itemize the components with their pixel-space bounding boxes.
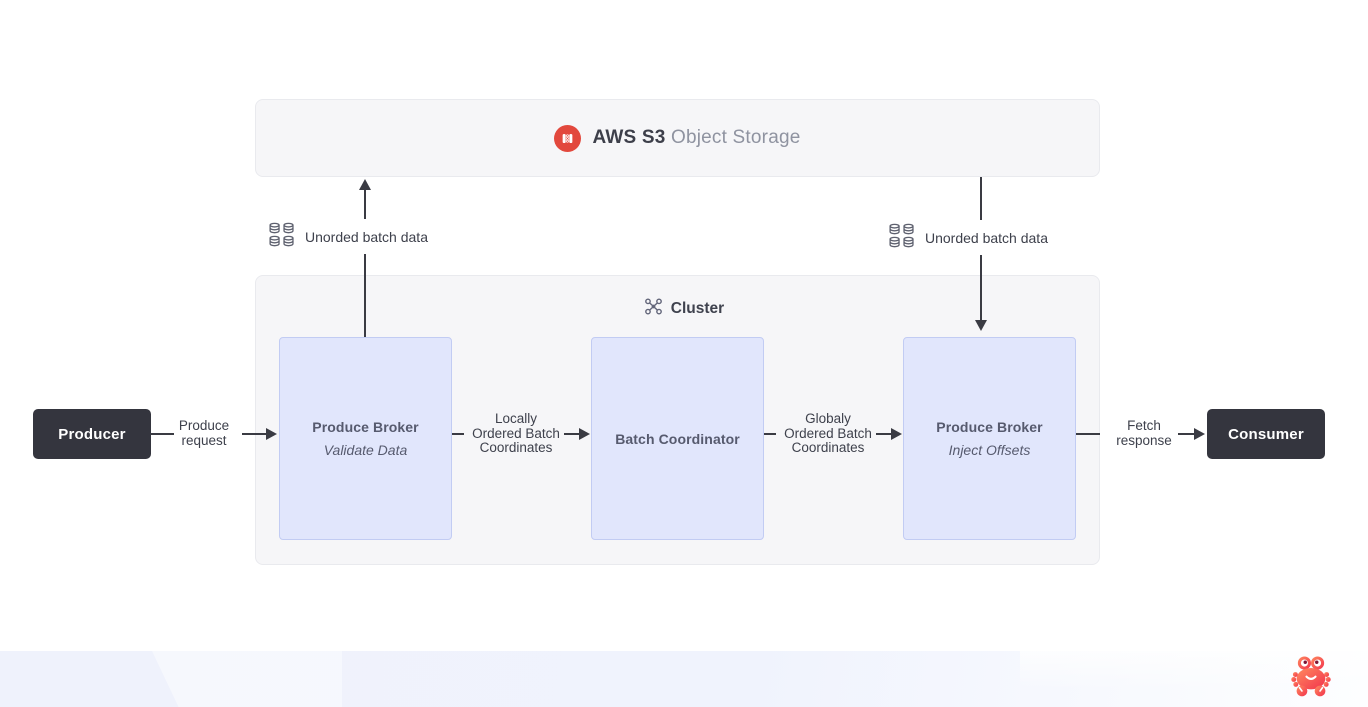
unordered-batch-text: Unorded batch data (305, 228, 428, 245)
node-title: Produce Broker (312, 419, 419, 435)
unordered-batch-label-right: Unorded batch data (886, 220, 1056, 255)
node-subtitle: Inject Offsets (948, 442, 1031, 458)
edge-fetch-line (1076, 433, 1100, 435)
unordered-batch-label-left: Unorded batch data (266, 219, 436, 254)
s3-storage-panel: AWS S3 Object Storage (255, 99, 1100, 177)
node-produce-broker-inject: Produce Broker Inject Offsets (903, 337, 1076, 540)
cluster-title: Cluster (0, 297, 1368, 321)
crab-mascot-icon (1291, 656, 1331, 697)
arrowhead-into-validate (266, 428, 277, 440)
s3-panel-title: AWS S3 Object Storage (592, 127, 800, 149)
edge-fetch-line2 (1178, 433, 1196, 435)
s3-title-rest: Object Storage (670, 127, 801, 148)
edge-globally-line (764, 433, 776, 435)
database-grid-icon (888, 223, 916, 252)
node-subtitle: Validate Data (323, 442, 408, 458)
edge-fetch-response-label: Fetch response (1116, 418, 1172, 448)
producer-label: Producer (58, 425, 126, 443)
edge-producer-line2 (242, 433, 268, 435)
node-batch-coordinator: Batch Coordinator (591, 337, 764, 540)
cluster-title-label: Cluster (670, 300, 725, 317)
node-producer: Producer (33, 409, 151, 459)
edge-producer-line (150, 433, 174, 435)
edge-globally-ordered-label: Globaly Ordered Batch Coordinates (784, 411, 872, 455)
arrowhead-into-consumer (1194, 428, 1205, 440)
node-consumer: Consumer (1207, 409, 1325, 459)
consumer-label: Consumer (1228, 425, 1304, 443)
s3-title-bold: AWS S3 (592, 127, 666, 148)
edge-validate-to-s3 (364, 186, 366, 337)
edge-locally-line2 (564, 433, 580, 435)
arrowhead-into-coordinator (579, 428, 590, 440)
s3-bucket-icon (554, 124, 582, 152)
edge-produce-request-label: Produce request (178, 418, 230, 448)
node-title: Batch Coordinator (615, 430, 740, 447)
unordered-batch-text: Unorded batch data (925, 229, 1048, 246)
node-title: Produce Broker (936, 419, 1043, 435)
cluster-nodes-icon (644, 297, 663, 321)
footer-decorative-wedge (152, 651, 342, 707)
edge-locally-line (452, 433, 464, 435)
arrowhead-into-inject-broker (975, 320, 987, 331)
arrowhead-into-inject (891, 428, 902, 440)
edge-globally-line2 (876, 433, 892, 435)
database-grid-icon (268, 222, 296, 251)
arrowhead-into-s3 (359, 179, 371, 190)
node-produce-broker-validate: Produce Broker Validate Data (279, 337, 452, 540)
footer-band (0, 651, 1368, 707)
edge-locally-ordered-label: Locally Ordered Batch Coordinates (472, 411, 560, 455)
